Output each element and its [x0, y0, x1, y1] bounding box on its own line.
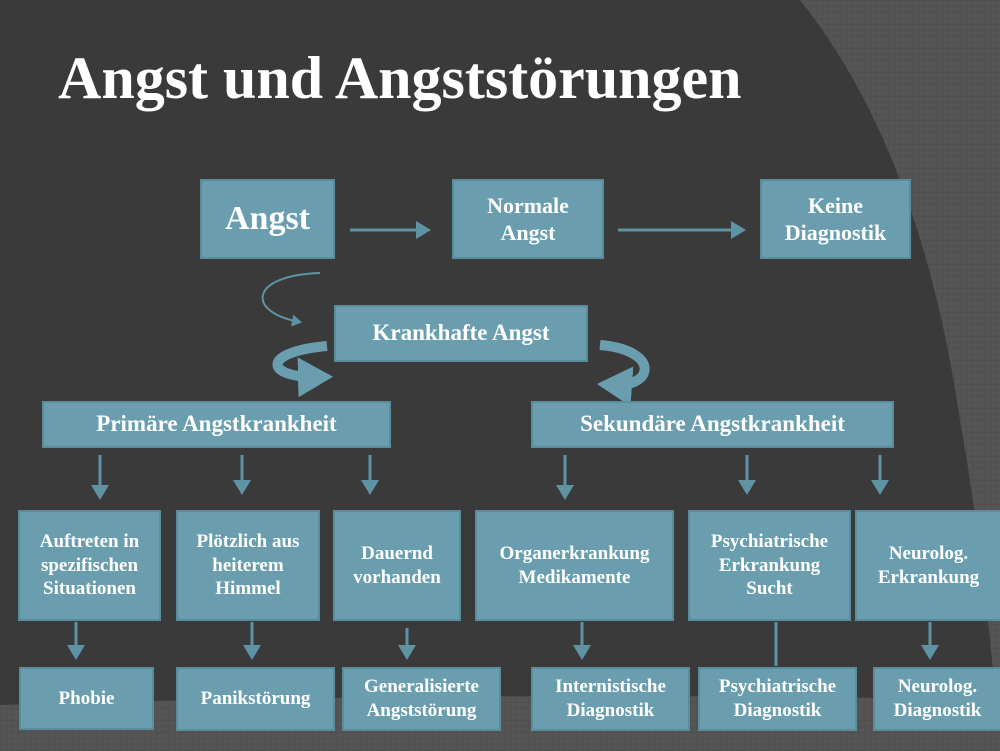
node-dauernd: Dauernd vorhanden: [333, 510, 461, 621]
node-normale-angst: Normale Angst: [452, 179, 604, 259]
node-neurolog-diagnostik: Neurolog. Diagnostik: [873, 667, 1000, 731]
node-krankhafte-angst: Krankhafte Angst: [334, 305, 588, 362]
node-auftreten: Auftreten in spezifischen Situationen: [18, 510, 161, 621]
node-phobie: Phobie: [19, 667, 154, 730]
node-keine-diagnostik: Keine Diagnostik: [760, 179, 911, 259]
node-sekundaere-angstkrankheit: Sekundäre Angstkrankheit: [531, 401, 894, 448]
node-neurolog-erkrankung: Neurolog. Erkrankung: [855, 510, 1000, 621]
node-psychiatrische-erkrankung: Psychiatrische Erkrankung Sucht: [688, 510, 851, 621]
node-primaere-angstkrankheit: Primäre Angstkrankheit: [42, 401, 391, 448]
node-internistische-diagnostik: Internistische Diagnostik: [531, 667, 690, 731]
node-psychiatrische-diagnostik: Psychiatrische Diagnostik: [698, 667, 857, 731]
node-angst: Angst: [200, 179, 335, 259]
node-generalisierte-angststoerung: Generalisierte Angststörung: [342, 667, 501, 731]
node-panikstoerung: Panikstörung: [176, 667, 335, 731]
node-organerkrankung: Organerkrankung Medikamente: [475, 510, 674, 621]
slide-title: Angst und Angststörungen: [58, 45, 742, 111]
node-ploetzlich: Plötzlich aus heiterem Himmel: [176, 510, 320, 621]
